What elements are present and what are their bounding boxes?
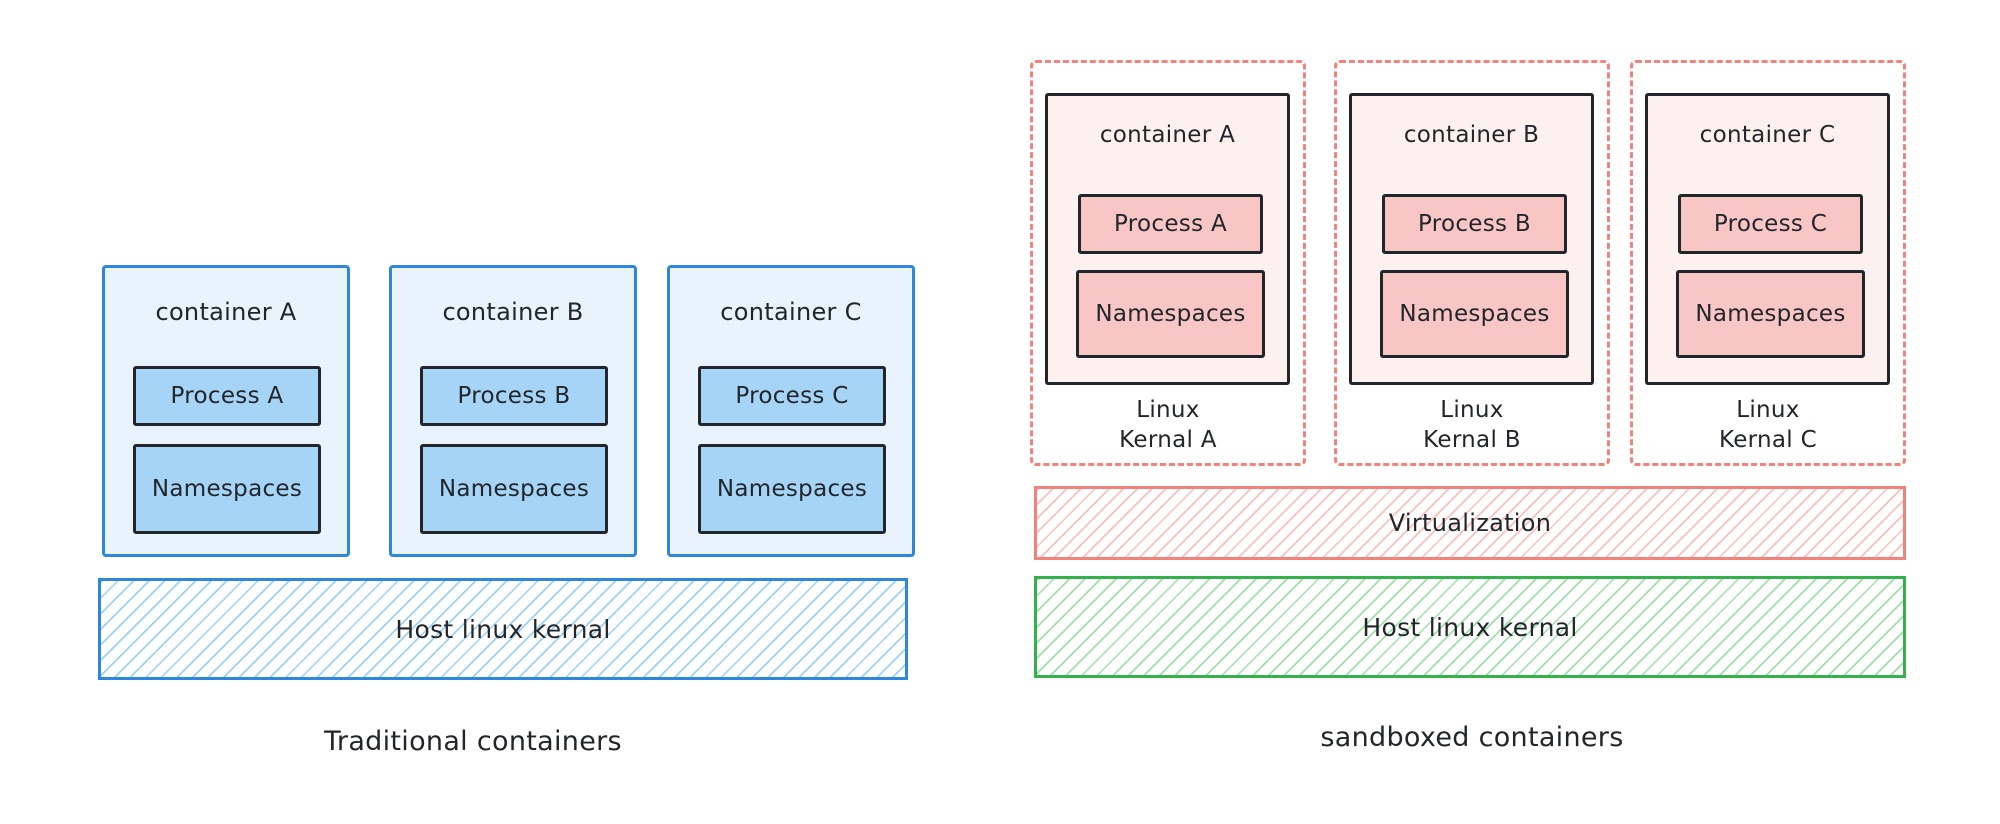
namespaces-box: Namespaces [420,444,608,534]
sandbox-vm-boundary-a: container A Process A Namespaces Linux K… [1030,60,1306,466]
namespaces-box: Namespaces [698,444,886,534]
container-title: container A [155,298,297,326]
sandbox-vm-boundary-c: container C Process C Namespaces Linux K… [1630,60,1906,466]
container-title: container C [1699,122,1836,148]
guest-kernel-line1: Linux [1440,397,1504,423]
process-box: Process C [698,366,886,426]
process-box: Process B [1382,194,1567,254]
virtualization-layer: Virtualization [1034,486,1906,560]
process-box: Process C [1678,194,1863,254]
container-node-b: container B Process B Namespaces [1349,93,1594,385]
virtualization-label: Virtualization [1388,509,1552,537]
guest-kernel-line1: Linux [1736,397,1800,423]
host-kernel-layer-left: Host linux kernal [98,578,908,680]
host-kernel-label: Host linux kernal [1362,612,1578,642]
caption-traditional-containers: Traditional containers [324,726,622,757]
sandbox-vm-boundary-b: container B Process B Namespaces Linux K… [1334,60,1610,466]
guest-kernel-line2: Kernal A [1119,427,1217,453]
container-title: container B [1403,122,1540,148]
guest-kernel-line2: Kernal C [1719,427,1817,453]
guest-kernel-label: Linux Kernal C [1633,395,1903,455]
container-node-c: container C Process C Namespaces [1645,93,1890,385]
process-box: Process A [1078,194,1263,254]
guest-kernel-line1: Linux [1136,397,1200,423]
container-title: container C [720,298,862,326]
process-box: Process A [133,366,321,426]
guest-kernel-line2: Kernal B [1423,427,1521,453]
container-title: container B [442,298,584,326]
namespaces-box: Namespaces [1676,270,1865,358]
namespaces-box: Namespaces [1076,270,1265,358]
process-box: Process B [420,366,608,426]
container-node-c: container C Process C Namespaces [667,265,915,557]
container-node-a: container A Process A Namespaces [1045,93,1290,385]
container-title: container A [1099,122,1236,148]
container-node-b: container B Process B Namespaces [389,265,637,557]
guest-kernel-label: Linux Kernal A [1033,395,1303,455]
namespaces-box: Namespaces [1380,270,1569,358]
namespaces-box: Namespaces [133,444,321,534]
guest-kernel-label: Linux Kernal B [1337,395,1607,455]
host-kernel-layer-right: Host linux kernal [1034,576,1906,678]
container-node-a: container A Process A Namespaces [102,265,350,557]
caption-sandboxed-containers: sandboxed containers [1320,722,1624,753]
host-kernel-label: Host linux kernal [395,614,611,644]
